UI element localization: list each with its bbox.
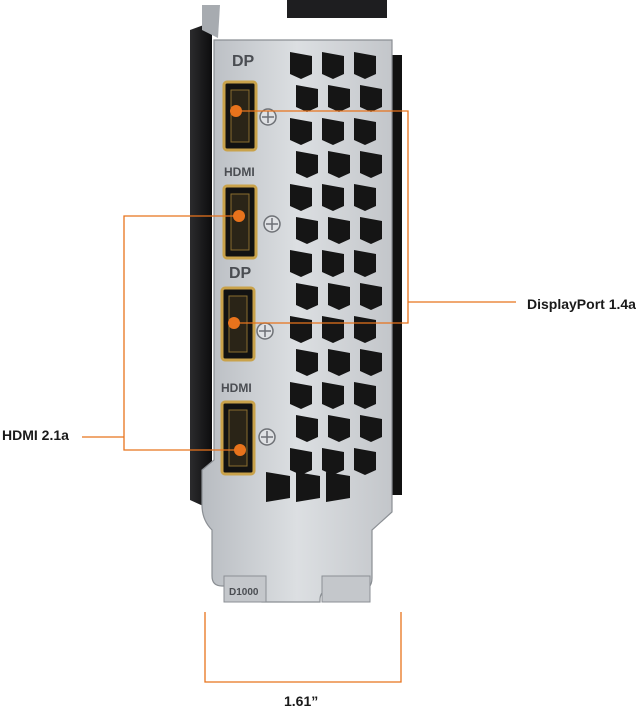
hdmi-label: HDMI 2.1a [2,427,69,443]
vent-hole [360,415,382,442]
vent-hole [328,85,350,112]
vent-hole [360,85,382,112]
vent-hole [354,316,376,343]
port-connector-icon [222,184,258,260]
vent-hole [290,448,312,475]
vent-hole [328,283,350,310]
vent-hole [296,85,318,112]
vent-hole [322,118,344,145]
callout-lines [82,110,516,683]
vent-hole [290,382,312,409]
vent-hole [328,151,350,178]
vent-hole [328,349,350,376]
vent-hole [326,472,350,502]
vent-hole [354,184,376,211]
vent-hole [296,151,318,178]
port-connector-icon [220,400,256,476]
displayport-callout-line [234,110,516,324]
port-connector-icon [222,80,258,152]
marking-port-1: DP [232,53,255,70]
vent-hole [322,184,344,211]
vent-hole [360,283,382,310]
vent-hole [322,52,344,79]
hdmi-callout-line [82,215,240,451]
vent-hole [322,448,344,475]
width-dimension-label: 1.61” [284,693,319,709]
vent-hole [296,349,318,376]
vent-hole [290,250,312,277]
vent-hole [296,217,318,244]
marking-port-4: HDMI [221,381,252,395]
vent-hole [354,118,376,145]
vent-hole [328,217,350,244]
vent-hole [360,217,382,244]
displayport-label: DisplayPort 1.4a [527,296,636,312]
vent-hole [322,250,344,277]
vent-hole [354,448,376,475]
vent-hole [354,250,376,277]
vent-hole [354,52,376,79]
marking-port-2: HDMI [224,165,255,179]
vent-hole [290,52,312,79]
vent-hole [354,382,376,409]
vent-hole [360,151,382,178]
vent-hole [360,349,382,376]
callout-dots [228,105,246,456]
width-dimension-line [204,612,402,683]
screw-icon [256,108,281,446]
vent-hole [296,283,318,310]
vent-hole [322,382,344,409]
vent-hole [322,316,344,343]
vent-hole [296,472,320,502]
vent-hole [296,415,318,442]
vent-hole [266,472,290,502]
bracket-tabs [223,575,371,603]
marking-port-3: DP [229,265,252,282]
vent-hole [328,415,350,442]
marking-tab: D1000 [229,587,259,598]
vent-hole [290,118,312,145]
vent-hole [290,316,312,343]
bracket-top-fold [202,5,220,38]
vent-hole [290,184,312,211]
